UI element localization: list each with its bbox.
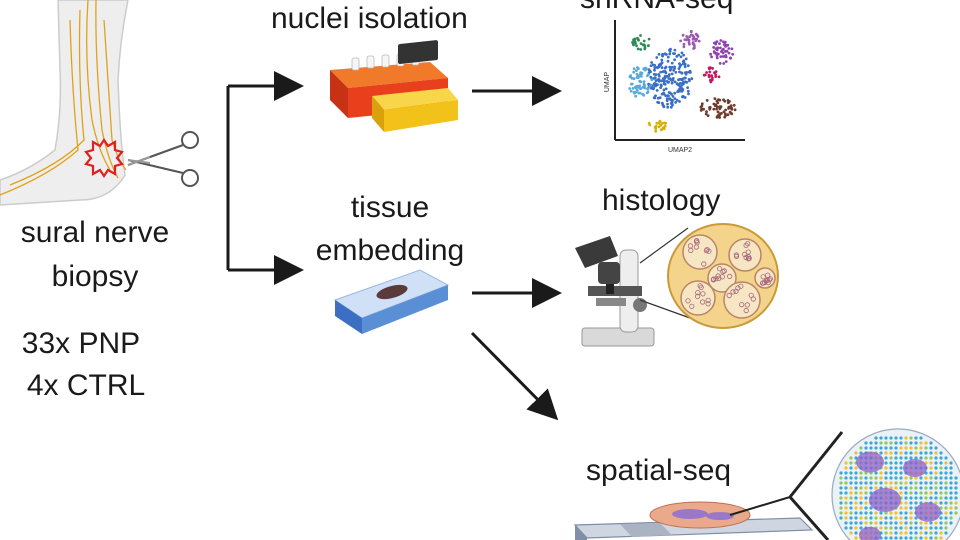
pnp-count-label: 33x PNP bbox=[21, 327, 141, 360]
sural-nerve-label: sural nerve bbox=[20, 216, 170, 249]
umap-ylabel: UMAP bbox=[604, 72, 611, 93]
spatial-seq-label: spatial-seq bbox=[586, 454, 732, 487]
umap-xlabel: UMAP2 bbox=[668, 147, 692, 154]
umap-plot: UMAP UMAP2 bbox=[604, 20, 745, 154]
nerve-cross-section-icon bbox=[639, 223, 779, 329]
embedding-label: embedding bbox=[315, 234, 465, 267]
histology-label: histology bbox=[602, 184, 721, 217]
snrna-seq-label: snRNA-seq bbox=[580, 0, 733, 14]
tissue-label: tissue bbox=[350, 191, 430, 224]
embedding-stage-icon bbox=[333, 269, 450, 334]
arrow-to-spatial-seq bbox=[470, 331, 559, 421]
biopsy-label: biopsy bbox=[51, 260, 139, 293]
scissors-icon bbox=[127, 131, 199, 187]
biopsy-mark-icon bbox=[84, 138, 124, 178]
leg-icon bbox=[0, 0, 129, 206]
nuclei-isolation-label: nuclei isolation bbox=[271, 2, 468, 35]
slide-icon bbox=[573, 496, 814, 540]
flow-arrows bbox=[226, 71, 562, 421]
microscope-icon bbox=[575, 236, 655, 347]
heat-block-icon bbox=[330, 40, 458, 132]
spatial-zoom-lines bbox=[788, 431, 844, 540]
ctrl-count-label: 4x CTRL bbox=[26, 369, 146, 402]
spatial-spot-icon bbox=[831, 428, 960, 540]
